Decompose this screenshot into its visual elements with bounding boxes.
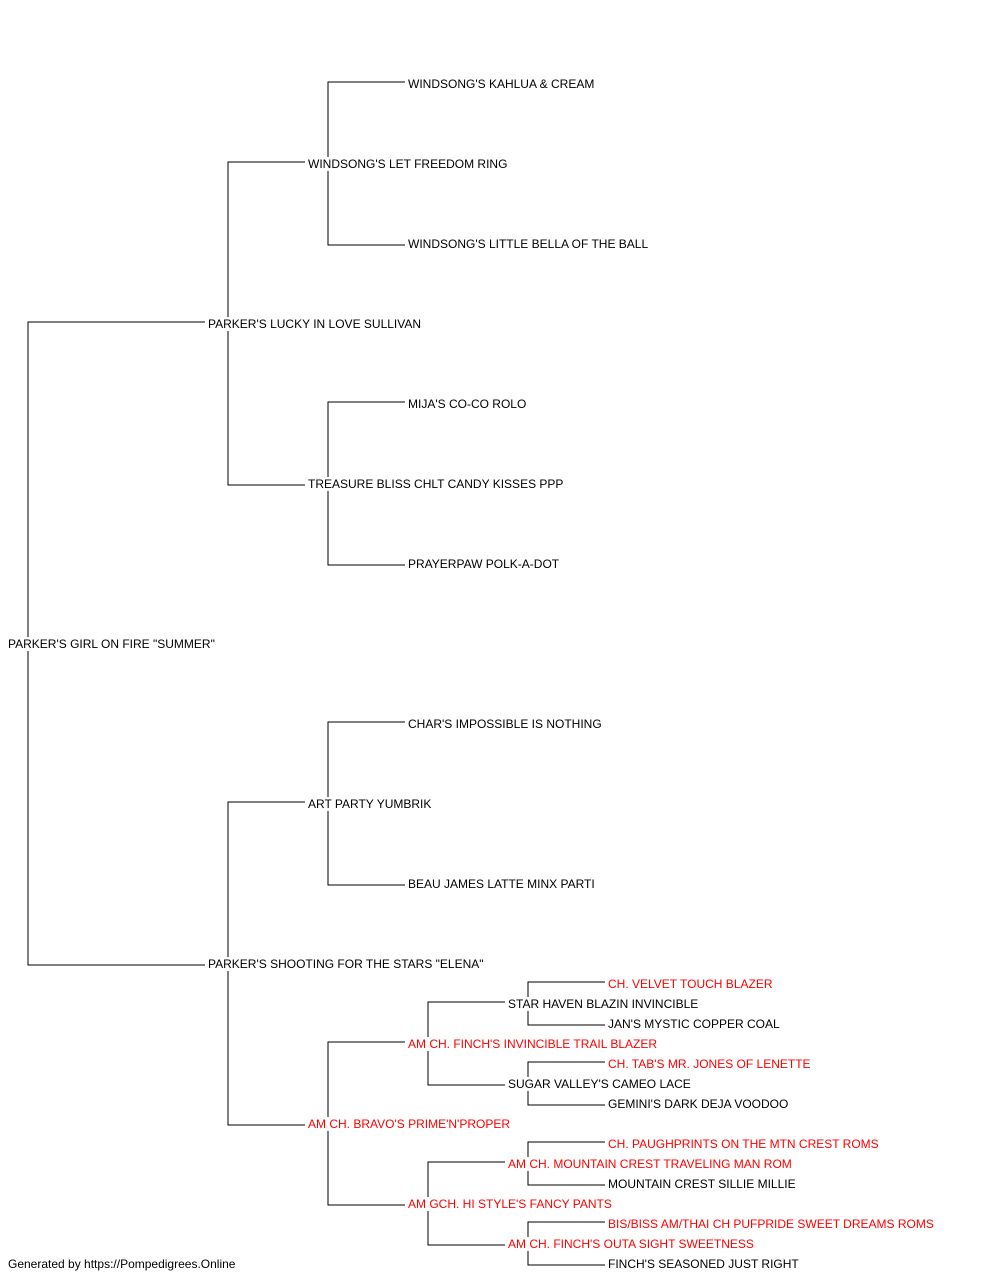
connector-ss-ssd: [327, 162, 405, 246]
ancestor-dds-name: AM CH. FINCH'S INVINCIBLE TRAIL BLAZER: [408, 1037, 658, 1051]
ancestor-ddsd-name: SUGAR VALLEY'S CAMEO LACE: [508, 1077, 691, 1091]
connector-dd-ddd: [327, 1125, 405, 1206]
connector-s-ss: [227, 161, 305, 322]
ancestor-dddsd-name: MOUNTAIN CREST SILLIE MILLIE: [608, 1177, 796, 1191]
ancestor-ddssd-name: JAN'S MYSTIC COPPER COAL: [608, 1017, 780, 1031]
subject-dog-name: PARKER'S GIRL ON FIRE "SUMMER": [8, 637, 215, 651]
ancestor-ddsss-name: CH. VELVET TOUCH BLAZER: [608, 977, 773, 991]
ancestor-ddds-name: AM CH. MOUNTAIN CREST TRAVELING MAN ROM: [508, 1157, 792, 1171]
connector-ddds-dddss: [527, 1141, 605, 1162]
connector-ss-sss: [327, 81, 405, 162]
connector-ds-dss: [327, 721, 405, 802]
paternal-grandsire-name: WINDSONG'S LET FREEDOM RING: [308, 157, 508, 171]
connector-dds-ddss: [427, 1001, 505, 1042]
ancestor-sds-name: MIJA'S CO-CO ROLO: [408, 397, 527, 411]
ancestor-ddsdd-name: GEMINI'S DARK DEJA VOODOO: [608, 1097, 789, 1111]
ancestor-sss-name: WINDSONG'S KAHLUA & CREAM: [408, 77, 595, 91]
ancestor-ddddd-name: FINCH'S SEASONED JUST RIGHT: [608, 1257, 799, 1271]
connector-d-ds: [227, 801, 305, 965]
connector-s-sd: [227, 322, 305, 486]
connector-dd-dds: [327, 1041, 405, 1125]
connector-ddd-dddd: [427, 1205, 505, 1246]
generated-by-footer: Generated by https://Pompedigrees.Online: [8, 1257, 236, 1271]
maternal-grandsire-name: ART PARTY YUMBRIK: [308, 797, 432, 811]
ancestor-dddd-name: AM CH. FINCH'S OUTA SIGHT SWEETNESS: [508, 1237, 754, 1251]
ancestor-dddds-name: BIS/BISS AM/THAI CH PUFPRIDE SWEET DREAM…: [608, 1217, 934, 1231]
connector-lines: [27, 81, 605, 1266]
ancestor-sdd-name: PRAYERPAW POLK-A-DOT: [408, 557, 560, 571]
ancestor-dsd-name: BEAU JAMES LATTE MINX PARTI: [408, 877, 595, 891]
connector-ds-dsd: [327, 802, 405, 886]
sire-name: PARKER'S LUCKY IN LOVE SULLIVAN: [208, 317, 422, 331]
dam-name: PARKER'S SHOOTING FOR THE STARS "ELENA": [208, 957, 484, 971]
maternal-granddam-name: AM CH. BRAVO'S PRIME'N'PROPER: [308, 1117, 511, 1131]
connector-subject-dam: [27, 644, 205, 966]
ancestor-ssd-name: WINDSONG'S LITTLE BELLA OF THE BALL: [408, 237, 649, 251]
connector-sd-sds: [327, 401, 405, 485]
connector-d-dd: [227, 965, 305, 1126]
connector-subject-sire: [27, 321, 205, 644]
ancestor-ddsds-name: CH. TAB'S MR. JONES OF LENETTE: [608, 1057, 811, 1071]
connector-ddsd-ddsdd: [527, 1085, 605, 1106]
connector-dddd-ddddd: [527, 1245, 605, 1266]
ancestor-dss-name: CHAR'S IMPOSSIBLE IS NOTHING: [408, 717, 602, 731]
connector-ddss-ddsss: [527, 981, 605, 1002]
ancestor-dddss-name: CH. PAUGHPRINTS ON THE MTN CREST ROMS: [608, 1137, 879, 1151]
ancestor-ddd-name: AM GCH. HI STYLE'S FANCY PANTS: [408, 1197, 612, 1211]
connector-dds-ddsd: [427, 1042, 505, 1086]
paternal-granddam-name: TREASURE BLISS CHLT CANDY KISSES PPP: [308, 477, 564, 491]
connector-ddd-ddds: [427, 1161, 505, 1205]
connector-sd-sdd: [327, 485, 405, 566]
ancestor-ddss-name: STAR HAVEN BLAZIN INVINCIBLE: [508, 997, 699, 1011]
